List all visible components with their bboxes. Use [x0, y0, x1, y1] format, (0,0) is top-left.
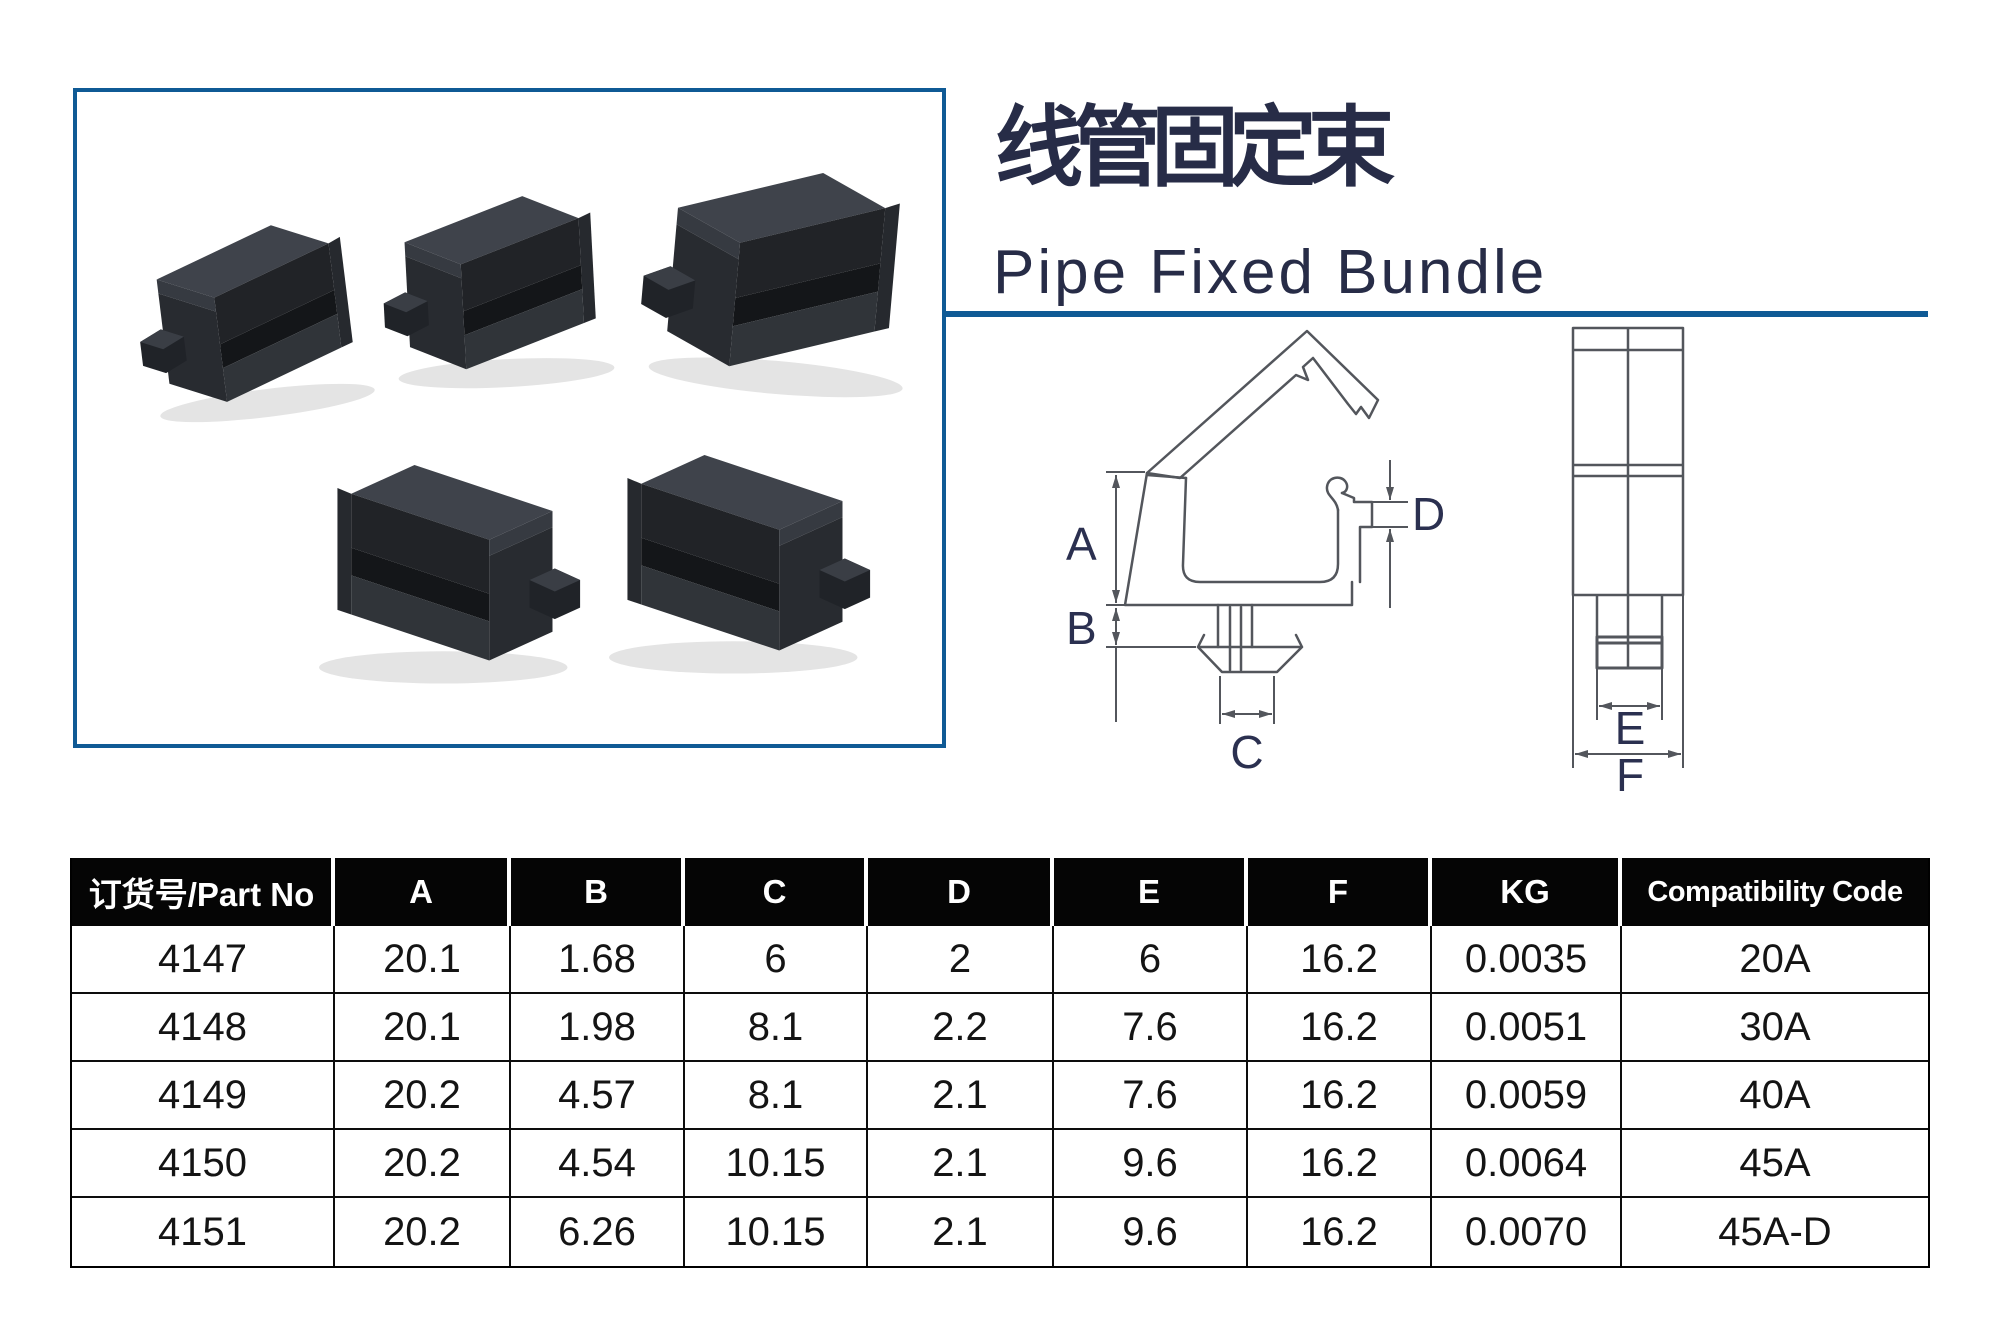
table-cell: 4148: [72, 994, 335, 1062]
column-header: Compatibility Code: [1622, 858, 1928, 926]
table-cell: 4.57: [511, 1062, 685, 1130]
table-cell: 7.6: [1054, 994, 1248, 1062]
table-cell: 16.2: [1248, 1130, 1432, 1198]
table-cell: 6: [685, 926, 868, 994]
dimension-lines: [1106, 460, 1408, 724]
side-view-drawing: A B C D: [1020, 320, 1540, 780]
table-cell: 4149: [72, 1062, 335, 1130]
table-cell: 20.1: [335, 994, 511, 1062]
table-cell: 0.0051: [1432, 994, 1622, 1062]
column-header: E: [1054, 858, 1248, 926]
page-title-chinese: 线管固定束: [995, 98, 1395, 197]
front-view-drawing: E F: [1550, 320, 1740, 795]
table-cell: 6.26: [511, 1198, 685, 1266]
table-cell: 4.54: [511, 1130, 685, 1198]
table-cell: 4151: [72, 1198, 335, 1266]
table-cell: 20.2: [335, 1130, 511, 1198]
table-cell: 2: [868, 926, 1054, 994]
table-cell: 20.2: [335, 1062, 511, 1130]
clamp-photo-item: [609, 455, 871, 674]
table-cell: 0.0035: [1432, 926, 1622, 994]
accent-divider-line: [946, 311, 1928, 317]
table-cell: 0.0070: [1432, 1198, 1622, 1266]
column-header: F: [1248, 858, 1432, 926]
table-cell: 45A-D: [1622, 1198, 1928, 1266]
product-photo: [127, 158, 921, 684]
dimension-label-f: F: [1616, 749, 1644, 795]
table-cell: 2.1: [868, 1130, 1054, 1198]
dimension-lines: [1572, 595, 1684, 768]
table-cell: 7.6: [1054, 1062, 1248, 1130]
dimension-label-d: D: [1412, 488, 1445, 540]
column-header: A: [335, 858, 511, 926]
table-cell: 45A: [1622, 1130, 1928, 1198]
table-cell: 40A: [1622, 1062, 1928, 1130]
table-cell: 1.98: [511, 994, 685, 1062]
table-cell: 10.15: [685, 1130, 868, 1198]
column-header: C: [685, 858, 868, 926]
column-header: 订货号/Part No: [72, 858, 335, 926]
table-cell: 1.68: [511, 926, 685, 994]
clamp-photo-item: [634, 158, 921, 405]
column-header: B: [511, 858, 685, 926]
clamp-photo-item: [319, 465, 581, 684]
clamp-front-profile: [1571, 326, 1685, 670]
table-cell: 16.2: [1248, 994, 1432, 1062]
table-cell: 20A: [1622, 926, 1928, 994]
table-cell: 10.15: [685, 1198, 868, 1266]
page-title-english: Pipe Fixed Bundle: [993, 238, 1548, 307]
table-cell: 20.2: [335, 1198, 511, 1266]
dimension-label-c: C: [1230, 726, 1263, 778]
table-cell: 16.2: [1248, 926, 1432, 994]
table-cell: 8.1: [685, 1062, 868, 1130]
table-cell: 4147: [72, 926, 335, 994]
table-cell: 20.1: [335, 926, 511, 994]
table-cell: 6: [1054, 926, 1248, 994]
dimension-label-e: E: [1615, 702, 1646, 754]
table-cell: 8.1: [685, 994, 868, 1062]
dimension-label-a: A: [1066, 518, 1097, 570]
clamp-photo-item: [127, 215, 377, 432]
clamp-photo-item: [378, 191, 616, 394]
product-photo-frame: [73, 88, 946, 748]
table-cell: 16.2: [1248, 1062, 1432, 1130]
table-cell: 4150: [72, 1130, 335, 1198]
clamp-side-profile: [1123, 329, 1380, 674]
table-cell: 0.0064: [1432, 1130, 1622, 1198]
dimension-label-b: B: [1066, 602, 1097, 654]
table-cell: 9.6: [1054, 1198, 1248, 1266]
table-cell: 9.6: [1054, 1130, 1248, 1198]
table-cell: 30A: [1622, 994, 1928, 1062]
table-cell: 0.0059: [1432, 1062, 1622, 1130]
table-cell: 2.1: [868, 1062, 1054, 1130]
column-header: KG: [1432, 858, 1622, 926]
table-cell: 16.2: [1248, 1198, 1432, 1266]
table-cell: 2.1: [868, 1198, 1054, 1266]
column-header: D: [868, 858, 1054, 926]
table-cell: 2.2: [868, 994, 1054, 1062]
